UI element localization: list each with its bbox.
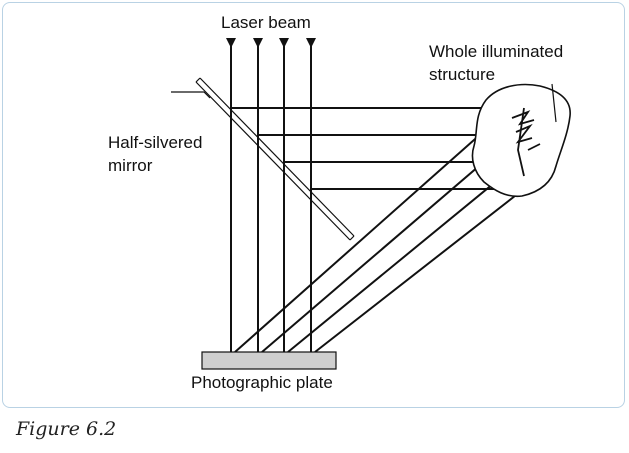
structure-scribble <box>511 107 541 177</box>
beam-arrow-3 <box>279 38 289 48</box>
mirror-label-line1: Half-silvered <box>108 133 202 152</box>
beam-arrow-4 <box>306 38 316 48</box>
figure-frame <box>2 2 625 408</box>
reflected-beams <box>231 107 505 190</box>
object-beam-3 <box>287 169 511 353</box>
object-beam-1 <box>234 123 493 353</box>
laser-beam-label: Laser beam <box>221 13 311 32</box>
vertical-beams <box>230 44 312 352</box>
object-beam-4 <box>314 191 521 353</box>
half-silvered-mirror <box>195 77 355 241</box>
structure-leader-line <box>551 83 557 123</box>
photographic-plate <box>201 351 337 370</box>
plate-label: Photographic plate <box>191 373 333 392</box>
figure-caption: Figure 6.2 <box>16 418 117 440</box>
structure-label-line1: Whole illuminated <box>429 42 563 61</box>
mirror-leader-line <box>171 91 211 99</box>
beam-arrow-1 <box>226 38 236 48</box>
mirror-label-line2: mirror <box>108 156 153 175</box>
object-beams <box>234 123 521 353</box>
beam-arrow-2 <box>253 38 263 48</box>
beam-arrows <box>226 38 316 48</box>
object-beam-2 <box>261 147 501 353</box>
hologram-diagram: Laser beam <box>108 13 571 392</box>
structure-label-line2: structure <box>429 65 495 84</box>
